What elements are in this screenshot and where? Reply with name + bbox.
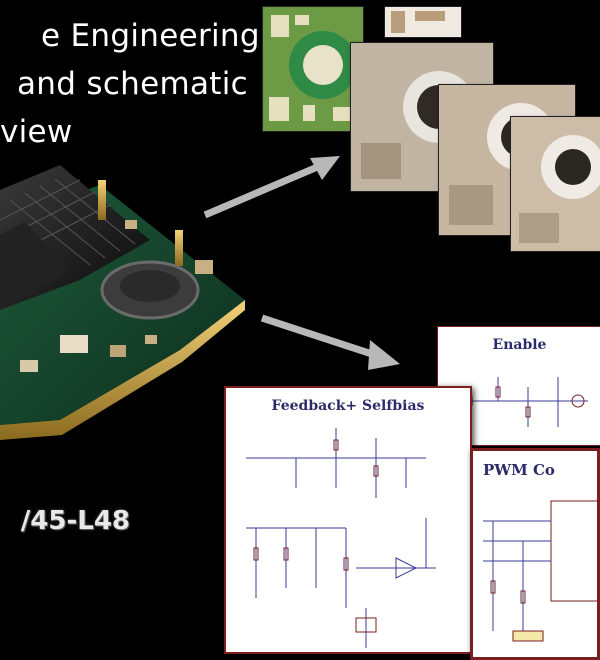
- arrow-to-schematics: [260, 314, 400, 370]
- schematic-feedback-selfbias: Feedback+ Selfbias: [224, 386, 472, 654]
- schematic-enable-title: Enable: [492, 337, 547, 353]
- pcb-layer-5: [510, 116, 600, 252]
- pin-2: [175, 230, 183, 266]
- component-1: [60, 335, 88, 353]
- schematic-pwm-control: PWM Co: [470, 448, 600, 660]
- pcb-edge-gold: [0, 300, 245, 440]
- arrow-to-layers: [203, 156, 340, 219]
- title-line-1: e Engineering.: [41, 18, 270, 54]
- power-module-photo: [0, 165, 245, 440]
- schematic-pwm-title: PWM Co: [483, 461, 555, 479]
- pcb-layer-1: [262, 6, 364, 132]
- pcb-layer-2: [384, 6, 462, 38]
- title-line-3: view: [0, 114, 73, 150]
- title-line-2: and schematic: [17, 66, 248, 102]
- chip-block: [0, 222, 70, 300]
- schematic-feedback-title: Feedback+ Selfbias: [271, 398, 425, 414]
- pin-1: [98, 180, 106, 220]
- model-label: /45-L48: [20, 506, 130, 536]
